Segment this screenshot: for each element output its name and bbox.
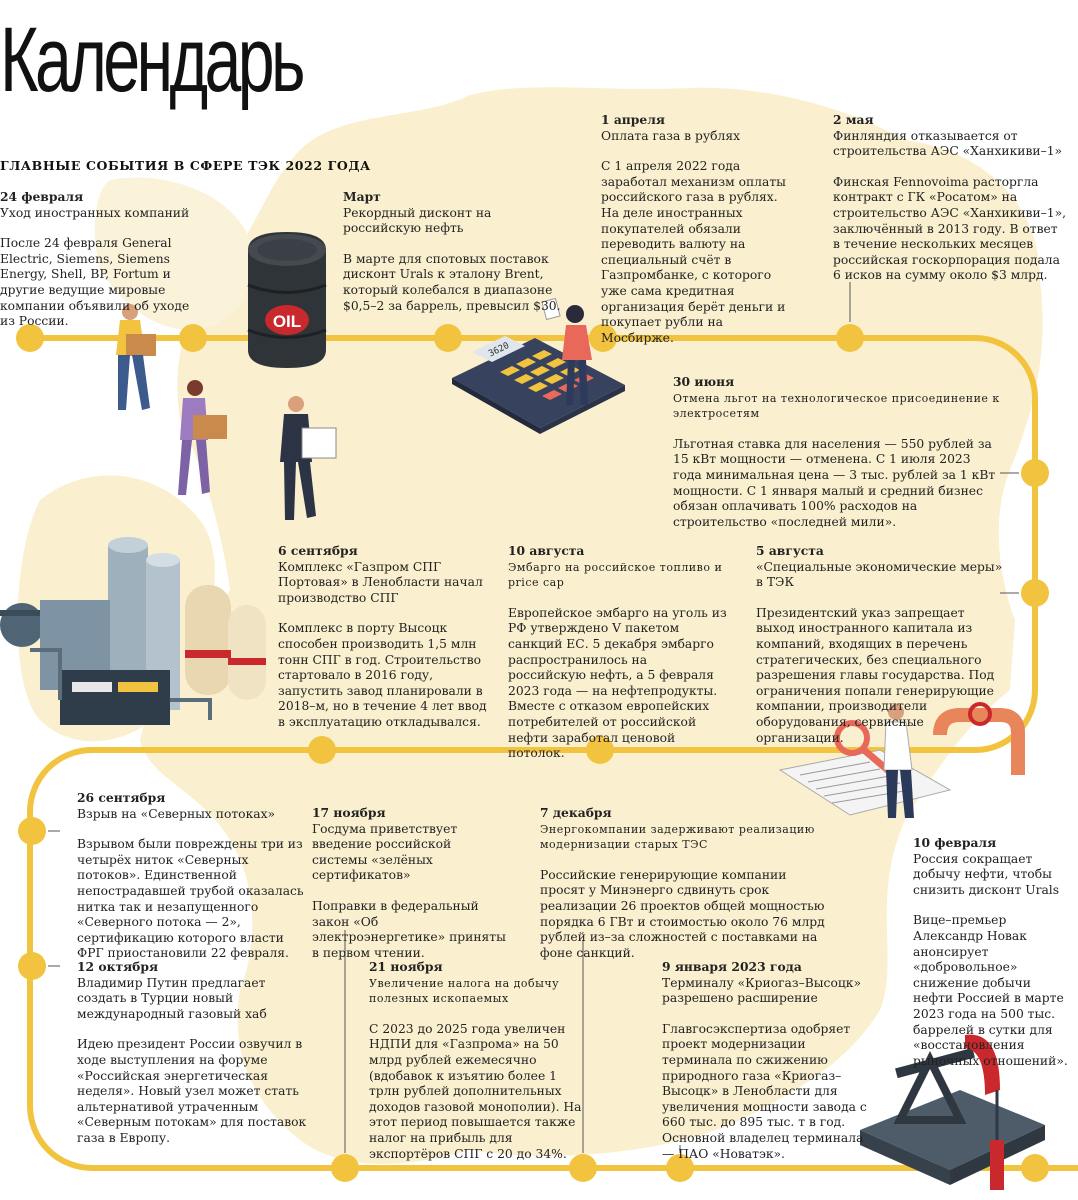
event-body: Финская Fennovoima расторгла контракт с … [833,174,1067,283]
oil-barrel-illustration: OIL [247,232,327,368]
event-headline: Отмена льгот на технологическое присоеди… [673,391,1000,421]
event-headline: Эмбарго на российское топливо и price ca… [508,560,723,590]
timeline-dot [666,1154,694,1182]
event-headline: Терминалу «Криогаз–Высоцк» разрешено рас… [662,975,861,1006]
event-body: Российские генерирующие компании просят … [540,867,825,960]
event-date: 7 декабря [540,805,612,820]
event-jun30: 30 июня Отмена льгот на технологическое … [673,374,1003,530]
timeline-dot [1021,459,1049,487]
event-date: 10 августа [508,543,585,558]
woman-with-paper-illustration [541,297,592,405]
timeline-dot [18,952,46,980]
event-body: Главгосэкспертиза одобряет проект модерн… [662,1021,867,1161]
timeline-dot [434,324,462,352]
timeline-dot [586,736,614,764]
lng-plant-illustration [0,537,266,725]
background-blob [94,177,254,330]
timeline-dot [18,817,46,845]
event-body: Взрывом были повреждены три из четырёх н… [77,837,304,961]
event-date: 10 февраля [913,835,997,850]
event-aug10: 10 августа Эмбарго на российское топливо… [508,543,728,762]
event-oct12: 12 октября Владимир Путин предлагает соз… [77,959,307,1147]
event-body: Льготная ставка для населения — 550 рубл… [673,436,996,529]
timeline-dots [16,324,1049,1182]
event-body: Вице–премьер Александр Новак анонсирует … [913,913,1068,1068]
event-nov17: 17 ноября Госдума приветствует введение … [312,805,510,961]
event-date: Март [343,189,381,204]
event-headline: Оплата газа в рублях [601,128,741,143]
event-headline: Энергокомпании задерживают реализацию мо… [540,822,815,852]
event-headline: «Специальные экономические меры» в ТЭК [756,559,1003,590]
event-body: Идею президент России озвучил в ходе выс… [77,1037,307,1145]
event-headline: Госдума приветствует введение российской… [312,821,458,883]
event-date: 2 мая [833,112,874,127]
event-date: 24 февраля [0,189,84,204]
timeline-dot [1021,579,1049,607]
timeline-dot [836,324,864,352]
timeline-dot [1021,1154,1049,1182]
event-date: 1 апреля [601,112,665,127]
event-date: 26 сентября [77,790,166,805]
event-body: С 1 апреля 2022 года заработал механизм … [601,159,786,345]
event-date: 9 января 2023 года [662,959,802,974]
event-headline: Увеличение налога на добычу полезных иск… [369,976,560,1006]
inspector-with-magnifier-illustration [778,702,1025,818]
timeline-dot [589,324,617,352]
event-feb10: 10 февраля Россия сокращает добычу нефти… [913,835,1073,1069]
event-date: 6 сентября [278,543,358,558]
people-carrying-boxes-illustration [116,304,337,520]
event-date: 5 августа [756,543,824,558]
event-mar: Март Рекордный дисконт на российскую неф… [343,189,573,314]
event-headline: Взрыв на «Северных потоках» [77,806,276,821]
timeline-dot [331,1154,359,1182]
timeline-dot [308,736,336,764]
timeline-dot [569,1154,597,1182]
timeline-dot [179,324,207,352]
event-date: 30 июня [673,374,735,389]
timeline-connectors [48,282,1019,1153]
event-dec7: 7 декабря Энергокомпании задерживают реа… [540,805,832,961]
event-body: Европейское эмбарго на уголь из РФ утвер… [508,605,727,761]
background-blob [140,87,1043,1164]
event-feb24: 24 февраля Уход иностранных компаний Пос… [0,189,205,330]
timeline-dot [16,324,44,352]
calculator-illustration: 3620 [452,336,625,434]
event-apr1: 1 апреля Оплата газа в рублях С 1 апреля… [601,112,797,346]
event-headline: Россия сокращает добычу нефти, чтобы сни… [913,851,1060,897]
event-body: После 24 февраля General Electric, Sieme… [0,236,190,329]
event-aug5: 5 августа «Специальные экономические мер… [756,543,1004,746]
event-headline: Владимир Путин предлагает создать в Турц… [77,975,267,1021]
event-body: Поправки в федеральный закон «Об электро… [312,898,506,960]
event-body: Комплекс в порту Высоцк способен произво… [278,621,487,729]
event-headline: Комплекс «Газпром СПГ Портовая» в Ленобл… [278,559,483,605]
event-may2: 2 мая Финляндия отказывается от строител… [833,112,1068,284]
event-date: 12 октября [77,959,159,974]
page-subtitle: ГЛАВНЫЕ СОБЫТИЯ В СФЕРЕ ТЭК 2022 ГОДА [0,158,371,173]
event-jan9: 9 января 2023 года Терминалу «Криогаз–Вы… [662,959,872,1162]
event-date: 21 ноября [369,959,443,974]
event-sep26: 26 сентября Взрыв на «Северных потоках» … [77,790,307,962]
timeline-track [22,335,1078,1171]
event-sep6: 6 сентября Комплекс «Газпром СПГ Портова… [278,543,496,731]
event-headline: Рекордный дисконт на российскую нефть [343,205,492,236]
event-nov21: 21 ноября Увеличение налога на добычу по… [369,959,589,1162]
pumpjack-illustration [860,1034,1045,1190]
event-body: В марте для спотовых поставок дисконт Ur… [343,251,561,313]
barrel-label: OIL [273,312,301,331]
event-body: С 2023 до 2025 года увеличен НДПИ для «Г… [369,1021,582,1161]
page-title: Календарь [0,9,306,111]
event-body: Президентский указ запрещает выход иност… [756,605,995,745]
event-date: 17 ноября [312,805,386,820]
event-headline: Финляндия отказывается от строительства … [833,128,1063,159]
event-headline: Уход иностранных компаний [0,205,190,220]
